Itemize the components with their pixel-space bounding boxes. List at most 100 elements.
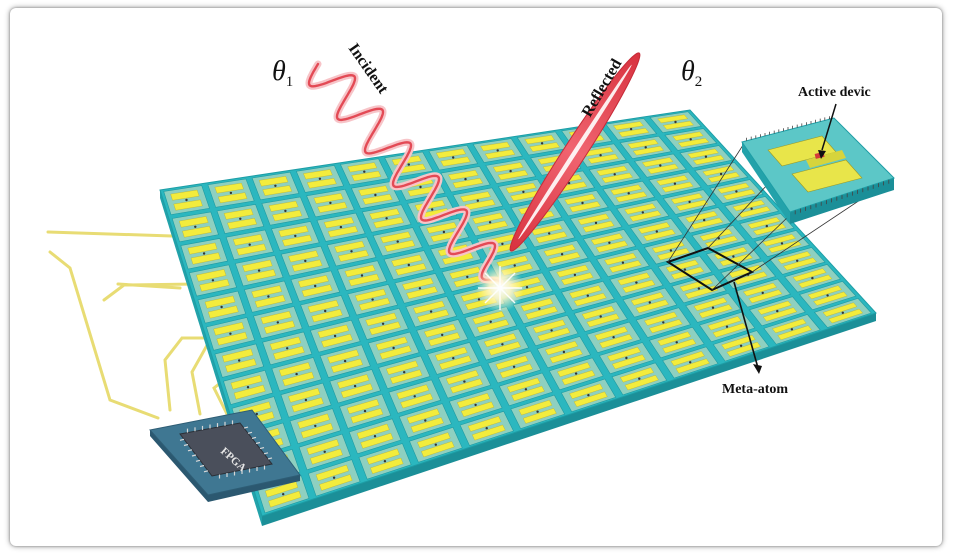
meta-atom-device bbox=[644, 146, 647, 149]
meta-atom-patch bbox=[321, 333, 353, 348]
meta-atom-patch bbox=[327, 349, 360, 364]
meta-atom-device bbox=[488, 221, 492, 224]
wire-1 bbox=[46, 230, 174, 238]
meta-atom-device bbox=[220, 305, 223, 309]
meta-atom-patch bbox=[251, 285, 283, 299]
meta-atom-patch bbox=[537, 327, 571, 342]
meta-atom-patch bbox=[522, 408, 557, 424]
meta-atom-device bbox=[329, 201, 332, 205]
meta-atom-patch bbox=[340, 383, 374, 399]
meta-atom-patch bbox=[499, 363, 533, 379]
meta-atom-patch bbox=[524, 135, 555, 145]
meta-atom-patch bbox=[687, 148, 719, 159]
meta-atom-patch bbox=[395, 263, 427, 276]
fpga-pin bbox=[187, 449, 193, 452]
meta-atom-patch bbox=[350, 408, 384, 424]
meta-atom-patch bbox=[662, 120, 694, 130]
meta-atom-patch bbox=[309, 448, 343, 465]
fpga-pin bbox=[203, 470, 209, 473]
meta-atom-patch bbox=[348, 273, 380, 287]
zoom-line-4 bbox=[711, 214, 791, 291]
meta-atom-device bbox=[725, 325, 729, 328]
meta-atom-patch bbox=[648, 319, 683, 334]
meta-atom-device bbox=[452, 357, 455, 360]
meta-atom-patch bbox=[365, 312, 397, 327]
meta-atom-patch bbox=[298, 275, 329, 288]
meta-atom-patch bbox=[288, 250, 319, 263]
meta-atom-device bbox=[669, 249, 673, 252]
meta-atom-patch bbox=[629, 210, 662, 222]
meta-atom-patch bbox=[670, 266, 705, 280]
meta-atom-device bbox=[674, 120, 677, 124]
reflection-spark bbox=[476, 264, 524, 312]
meta-atom-patch bbox=[448, 170, 479, 181]
meta-atom-device bbox=[194, 225, 197, 228]
meta-atom-patch bbox=[613, 121, 644, 131]
slab-side bbox=[262, 313, 876, 526]
meta-atom-device bbox=[562, 350, 566, 354]
meta-atom-patch bbox=[344, 264, 376, 278]
unit-cell-inset bbox=[741, 103, 895, 224]
meta-atom-device bbox=[485, 427, 488, 430]
meta-atom-patch bbox=[545, 340, 579, 356]
meta-atom-patch bbox=[651, 240, 685, 254]
meta-atom-patch bbox=[656, 175, 689, 186]
meta-atom-patch bbox=[569, 285, 602, 299]
meta-atom-patch bbox=[460, 191, 491, 203]
meta-atom-device bbox=[255, 412, 258, 416]
meta-atom-patch bbox=[657, 331, 692, 346]
meta-atom-device bbox=[540, 142, 544, 145]
reflected-beam bbox=[509, 52, 641, 252]
meta-atom-device bbox=[385, 217, 388, 220]
meta-atom-device bbox=[739, 344, 743, 347]
meta-atom-patch bbox=[488, 341, 521, 356]
meta-atom-device bbox=[796, 259, 799, 262]
reflected-beam-core bbox=[518, 64, 632, 240]
meta-atom-patch bbox=[435, 346, 468, 362]
meta-atom-device bbox=[675, 341, 678, 344]
fpga-chip: FPGA bbox=[149, 409, 301, 502]
meta-atom-patch bbox=[635, 299, 669, 314]
meta-atom-device bbox=[496, 149, 499, 152]
meta-atom-device bbox=[407, 263, 410, 267]
meta-atom-patch bbox=[338, 249, 369, 262]
meta-atom-device bbox=[683, 268, 687, 271]
meta-atom-patch bbox=[641, 157, 674, 168]
meta-atom-patch bbox=[307, 299, 339, 313]
meta-atom-device bbox=[431, 208, 434, 211]
inset-edge-ticks bbox=[746, 116, 890, 215]
meta-atom-patch bbox=[595, 240, 629, 253]
meta-atom-device bbox=[587, 394, 590, 397]
meta-atom-device bbox=[612, 336, 615, 339]
fpga-pin bbox=[267, 457, 273, 460]
meta-atom-patch bbox=[214, 182, 244, 194]
meta-atom-patch bbox=[476, 319, 510, 333]
meta-atom-patch bbox=[676, 199, 709, 211]
meta-atom-patch bbox=[549, 348, 583, 364]
meta-atom-patch bbox=[813, 291, 848, 306]
meta-atom-patch bbox=[569, 201, 601, 213]
meta-atom-patch bbox=[748, 289, 783, 304]
meta-atom-patch bbox=[406, 286, 438, 300]
meta-atom-patch bbox=[505, 182, 537, 194]
meta-atom-patch bbox=[396, 384, 430, 400]
meta-atom-patch bbox=[581, 305, 615, 320]
meta-atom-patch bbox=[236, 243, 267, 256]
meta-atom-patch bbox=[617, 272, 651, 286]
meta-atom-device bbox=[373, 435, 377, 438]
meta-atom-device bbox=[655, 230, 658, 233]
meta-atom-patch bbox=[225, 358, 257, 373]
meta-atom-patch bbox=[456, 393, 491, 409]
meta-atom-patch bbox=[410, 417, 444, 433]
meta-atom-patch bbox=[471, 424, 506, 441]
meta-atom-patch bbox=[291, 259, 323, 272]
meta-atom-patch bbox=[227, 217, 257, 230]
meta-atom-patch bbox=[624, 203, 657, 215]
meta-atom-patch bbox=[196, 269, 227, 282]
meta-atom-device bbox=[229, 191, 233, 195]
meta-atom-device bbox=[381, 322, 385, 325]
meta-atom-patch bbox=[178, 216, 209, 228]
meta-atom-patch bbox=[723, 189, 756, 201]
meta-atom-patch bbox=[792, 268, 827, 282]
meta-atom-patch bbox=[199, 278, 230, 292]
